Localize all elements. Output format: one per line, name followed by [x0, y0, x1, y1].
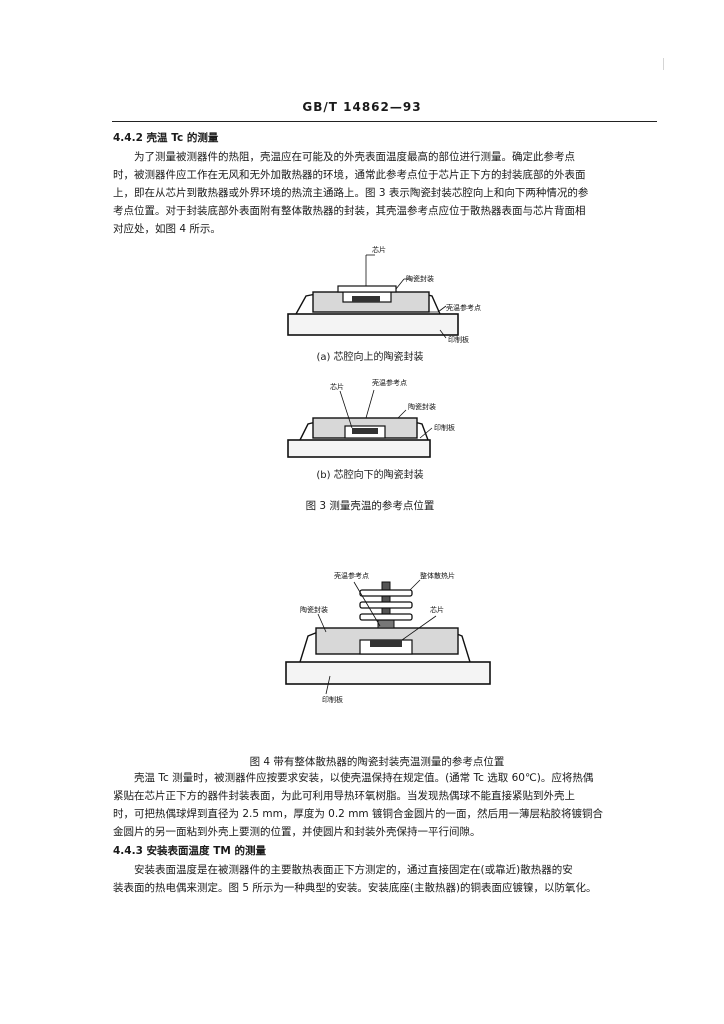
label-chip: 芯片: [330, 382, 344, 391]
header-rule: [112, 121, 657, 122]
leader-chip: [339, 390, 353, 429]
leader-ref: [365, 389, 375, 419]
label-ref-point: 壳温参考点: [446, 303, 481, 312]
label-ref-point: 壳温参考点: [372, 378, 407, 387]
figure-3b-caption: (b) 芯腔向下的陶瓷封装: [316, 470, 424, 481]
para-tc-line-4: 金圆片的另一面粘到外壳上要测的位置，并使圆片和封装外壳保持一平行间隙。: [113, 826, 481, 838]
section-heading-443: 4.4.3 安装表面温度 TM 的测量: [113, 845, 266, 857]
figure-3a-caption: (a) 芯腔向上的陶瓷封装: [316, 352, 424, 363]
heatsink-fin-2: [359, 601, 413, 609]
label-heatsink: 整体散热片: [420, 571, 455, 580]
para-442-line-5: 对应处，如图 4 所示。: [113, 223, 221, 235]
page-header: GB/T 14862—93: [302, 100, 422, 114]
leader-heatsink: [409, 579, 421, 591]
label-ceramic: 陶瓷封装: [408, 402, 436, 411]
para-442-line-3: 上，即在从芯片到散热器或外界环境的热流主通路上。图 3 表示陶瓷封装芯腔向上和向…: [113, 187, 589, 199]
leader-pcb: [419, 427, 433, 439]
label-pcb: 印制板: [448, 335, 469, 344]
figure-3-caption: 图 3 测量壳温的参考点位置: [305, 500, 435, 512]
figure-4-caption: 图 4 带有整体散热器的陶瓷封装壳温测量的参考点位置: [249, 756, 505, 768]
leader-pcb: [439, 329, 447, 339]
leader-pcb: [325, 675, 331, 695]
label-ceramic: 陶瓷封装: [300, 605, 328, 614]
label-ceramic: 陶瓷封装: [406, 274, 434, 283]
heatsink-fin-1: [359, 589, 413, 597]
para-tc-line-2: 紧贴在芯片正下方的器件封装表面，为此可利用导热环氧树脂。当发现热偶球不能直接紧贴…: [113, 790, 575, 802]
chip-die: [370, 640, 402, 647]
label-pcb: 印制板: [434, 423, 455, 432]
label-chip: 芯片: [372, 245, 386, 254]
chip-die: [352, 428, 378, 434]
para-443-line-2: 装表面的热电偶来测定。图 5 所示为一种典型的安装。安装底座(主散热器)的铜表面…: [113, 882, 597, 894]
pcb-board: [287, 439, 431, 458]
package-lead-left: [299, 631, 319, 663]
pcb-board: [287, 313, 459, 336]
leader-ceramic: [397, 409, 407, 419]
chip-die: [352, 296, 380, 302]
para-tc-line-3: 时，可把热偶球焊到直径为 2.5 mm，厚度为 0.2 mm 镀铜合金圆片的一面…: [113, 808, 603, 820]
para-442-line-1: 为了测量被测器件的热阻，壳温应在可能及的外壳表面温度最高的部位进行测量。确定此参…: [134, 151, 575, 163]
section-heading-442: 4.4.2 壳温 Tc 的测量: [113, 132, 219, 144]
leader-ref: [353, 581, 381, 627]
para-443-line-1: 安装表面温度是在被测器件的主要散热表面正下方测定的，通过直接固定在(或靠近)散热…: [134, 864, 573, 876]
label-ref-point: 壳温参考点: [334, 571, 369, 580]
heatsink-base: [377, 619, 395, 629]
pcb-board: [285, 661, 491, 685]
label-chip: 芯片: [430, 605, 444, 614]
para-442-line-4: 考点位置。对于封装底部外表面附有整体散热器的封装，其壳温参考点应位于散热器表面与…: [113, 205, 586, 217]
page-edge-mark: [663, 58, 664, 70]
leader-chip: [401, 615, 437, 641]
para-442-line-2: 时，被测器件应工作在无风和无外加散热器的环境，通常此参考点位于芯片正下方的封装底…: [113, 169, 586, 181]
para-tc-line-1: 壳温 Tc 测量时，被测器件应按要求安装，以使壳温保持在规定值。(通常 Tc 选…: [134, 772, 594, 784]
label-pcb: 印制板: [322, 695, 343, 704]
heatsink-fin-3: [359, 613, 413, 621]
leader-ceramic: [395, 278, 405, 290]
leader-ceramic: [317, 613, 327, 633]
